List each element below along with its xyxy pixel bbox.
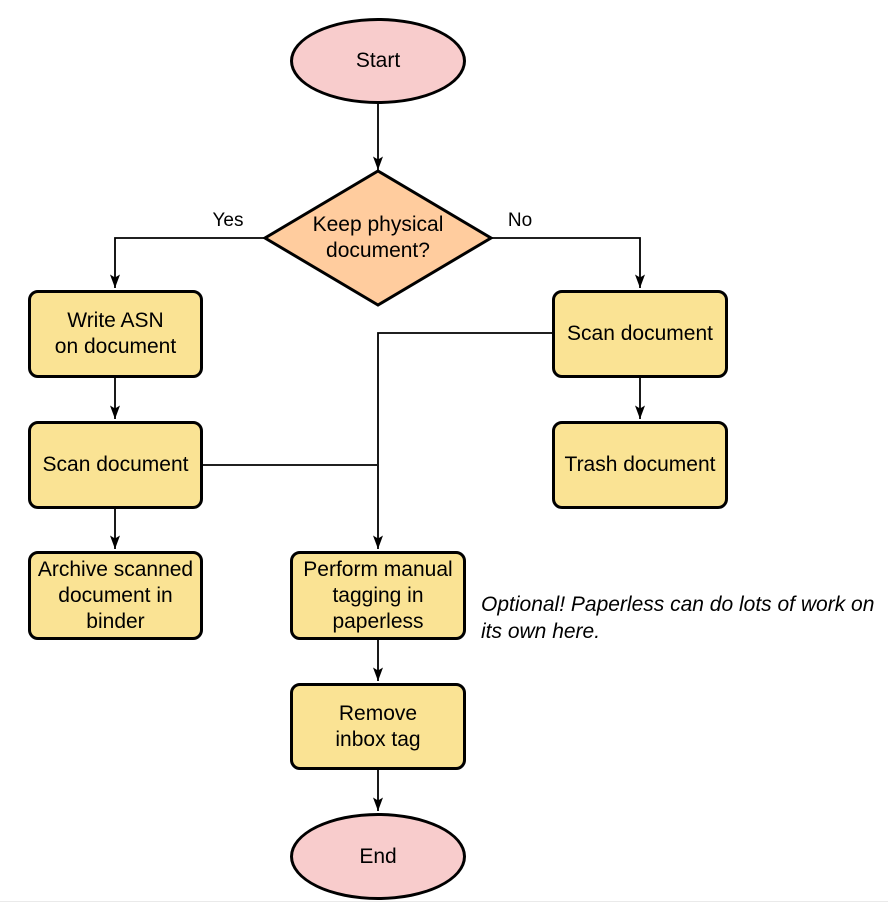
node-end: End — [290, 813, 466, 900]
node-remove-inbox-tag: Remove inbox tag — [290, 683, 466, 770]
edge-decision-no-to-scan-right — [491, 237, 645, 288]
node-end-label: End — [359, 844, 397, 868]
node-write-asn: Write ASN on document — [28, 290, 203, 378]
node-write-asn-label: Write ASN on document — [54, 309, 177, 358]
edge-scan-right-to-tagging — [373, 332, 552, 549]
page-bottom-divider — [0, 901, 888, 902]
optional-note: Optional! Paperless can do lots of work … — [481, 593, 875, 643]
node-scan-document-left: Scan document — [28, 421, 203, 509]
edge-label-yes: Yes — [212, 210, 244, 231]
node-scan-document-right-label: Scan document — [567, 322, 713, 345]
node-manual-tagging: Perform manual tagging in paperless — [290, 551, 466, 640]
node-archive-binder-label: Archive scanned document in binder — [37, 557, 194, 633]
node-remove-inbox-tag-label: Remove inbox tag — [335, 701, 421, 751]
node-scan-document-left-label: Scan document — [42, 453, 189, 476]
node-start-label: Start — [355, 49, 401, 72]
decision-diamond-shape — [262, 169, 494, 307]
node-scan-document-right: Scan document — [552, 290, 728, 378]
node-trash-document-label: Trash document — [564, 453, 716, 476]
node-decision-label-box: Keep physical document? — [290, 206, 466, 270]
node-decision-label: Keep physical document? — [312, 213, 444, 262]
edge-decision-yes-to-write-asn — [110, 237, 265, 288]
node-manual-tagging-label: Perform manual tagging in paperless — [303, 557, 453, 633]
node-archive-binder: Archive scanned document in binder — [28, 551, 203, 640]
edge-label-no: No — [507, 210, 533, 231]
node-trash-document: Trash document — [552, 421, 728, 509]
node-start: Start — [290, 18, 466, 104]
